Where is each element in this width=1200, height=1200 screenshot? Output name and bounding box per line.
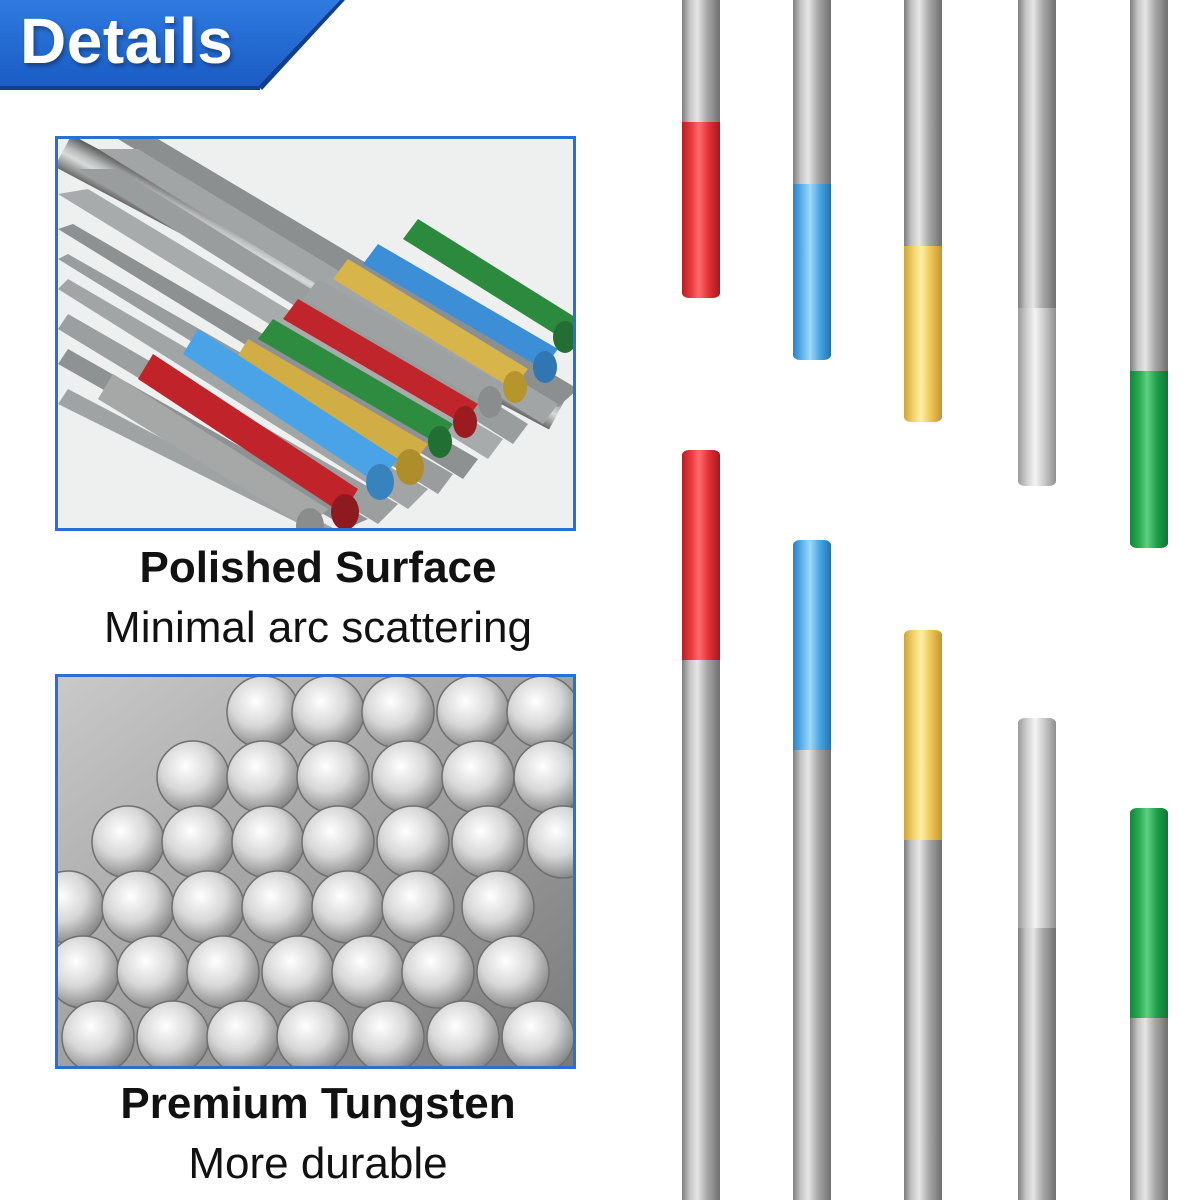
tungsten-rods-photo — [55, 674, 576, 1069]
banner-title: Details — [20, 5, 234, 77]
premium-tungsten-subtitle: More durable — [188, 1139, 448, 1188]
green-electrode-top — [1130, 0, 1168, 550]
red-electrode-top — [682, 0, 720, 300]
gold-electrode-bottom — [904, 630, 942, 1200]
gold-electrode-top — [904, 0, 942, 424]
polished-electrodes-photo — [55, 136, 576, 531]
green-electrode-bottom — [1130, 808, 1168, 1200]
polished-surface-subtitle: Minimal arc scattering — [104, 603, 532, 652]
blue-electrode-top — [793, 0, 831, 362]
grey-electrode-bottom — [1018, 718, 1056, 1200]
premium-tungsten-title: Premium Tungsten — [120, 1079, 516, 1128]
banner-shape — [0, 0, 345, 90]
blue-electrode-bottom — [793, 540, 831, 1200]
red-electrode-bottom — [682, 450, 720, 1200]
grey-electrode-top — [1018, 0, 1056, 488]
polished-surface-title: Polished Surface — [139, 543, 497, 592]
details-banner: Details — [0, 0, 345, 92]
